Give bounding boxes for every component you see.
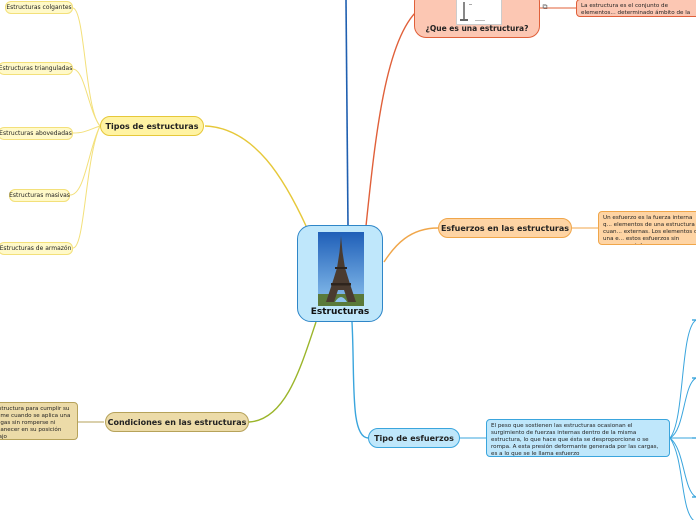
connector-right-2	[669, 377, 696, 439]
connector-leaf-5	[72, 125, 101, 249]
external-link-icon[interactable]: ⧉	[542, 3, 548, 11]
connector-que-es	[365, 9, 419, 227]
leaf-estructuras-colgantes[interactable]: Estructuras colgantes	[5, 1, 73, 14]
connector-tipos	[204, 125, 308, 229]
connector-right-1	[669, 319, 696, 439]
structure-thumbnail-image	[456, 0, 502, 25]
central-title: Estructuras	[310, 307, 370, 317]
central-node[interactable]: Estructuras	[297, 225, 383, 322]
note-que-es: La estructura es el conjunto de elemento…	[576, 0, 696, 17]
leaf-estructuras-trianguladas[interactable]: Estructuras trianguladas	[0, 62, 73, 75]
topic-tipo-esfuerzos[interactable]: Tipo de esfuerzos	[368, 428, 460, 448]
topic-que-es-label: ¿Que es una estructura?	[425, 24, 529, 33]
connector-tipo-esfuerzos	[351, 321, 369, 439]
leaf-estructuras-masivas[interactable]: Estructuras masivas	[9, 189, 70, 202]
connector-leaf-2	[72, 68, 101, 127]
topic-esfuerzos[interactable]: Esfuerzos en las estructuras	[438, 218, 572, 238]
connector-right-5	[669, 437, 695, 520]
connector-right-4	[669, 437, 696, 498]
leaf-estructuras-abovedadas[interactable]: Estructuras abovedadas	[0, 127, 73, 140]
note-tipo-esfuerzos: El peso que sostienen las estructuras oc…	[486, 419, 670, 457]
connector-leaf-3	[72, 125, 101, 134]
connector-esfuerzos	[383, 227, 439, 263]
leaf-estructuras-de-armazon[interactable]: Estructuras de armazón	[0, 242, 73, 255]
connector-condiciones	[248, 321, 317, 423]
topic-que-es[interactable]: ¿Que es una estructura?	[414, 0, 540, 38]
connector-leaf-1	[72, 7, 101, 127]
topic-tipos[interactable]: Tipos de estructuras	[100, 116, 204, 136]
topic-condiciones[interactable]: Condiciones en las estructuras	[105, 412, 249, 432]
eiffel-tower-image	[318, 232, 364, 306]
connector-top-blue	[345, 0, 349, 227]
note-condiciones: estructura para cumplir su ...me cuando …	[0, 402, 78, 440]
connector-leaf-4	[69, 125, 101, 196]
note-esfuerzos: Un esfuerzo es la fuerza interna q... el…	[598, 211, 696, 245]
